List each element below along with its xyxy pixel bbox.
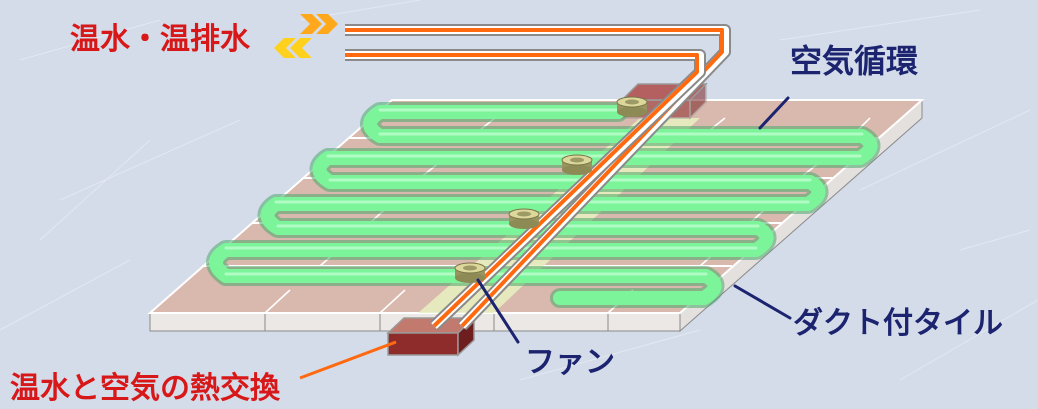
heat-exchange-label: 温水と空気の熱交換 — [10, 371, 281, 406]
duct-tile-leader — [733, 284, 792, 320]
supply-pipe — [345, 28, 724, 328]
duct-tile-label: ダクト付タイル — [793, 306, 1003, 341]
fans — [454, 96, 648, 283]
hot-water-label: 温水・温排水 — [70, 22, 251, 57]
hot-water-pipes — [345, 24, 731, 331]
air-circulation-leader — [758, 96, 790, 130]
fan-unit — [561, 154, 593, 175]
double-chevron-right-icon — [300, 14, 338, 34]
fan-unit — [454, 262, 486, 283]
leader-lines — [476, 96, 792, 344]
heat-exchange-leader — [299, 340, 397, 380]
background-texture — [0, 0, 1038, 381]
air-circulation-loops — [206, 102, 881, 308]
air-circulation-label: 空気循環 — [790, 42, 918, 80]
fan-leader — [476, 278, 520, 344]
return-pipe — [345, 53, 699, 328]
fan-unit — [508, 208, 540, 229]
fan-unit — [616, 96, 648, 117]
double-chevron-left-icon — [274, 38, 312, 58]
air-loop-path — [209, 105, 878, 305]
fan-label: ファン — [525, 345, 615, 380]
